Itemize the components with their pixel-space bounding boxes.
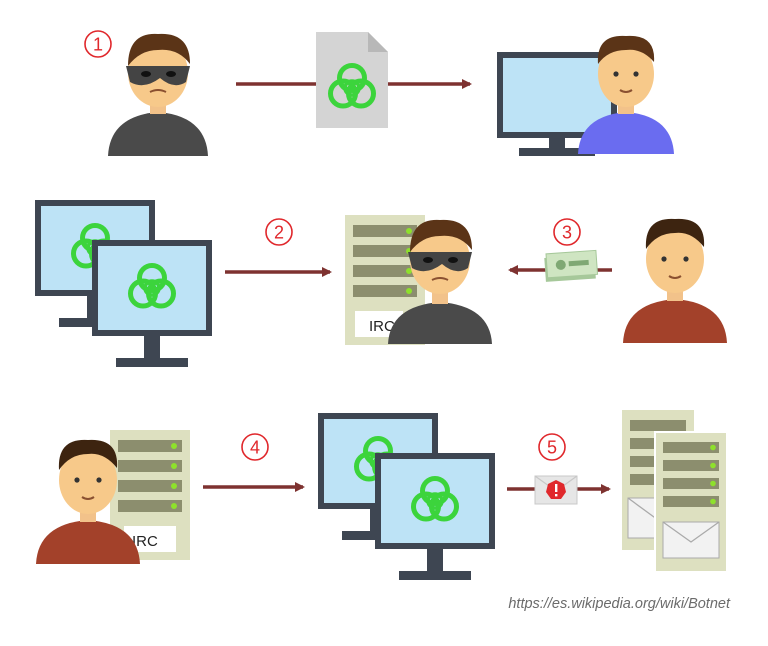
step-1-number: 1 bbox=[93, 35, 103, 55]
infected-computers-group-1 bbox=[35, 200, 212, 367]
step-5-number: 5 bbox=[547, 438, 557, 458]
alert-envelope-icon bbox=[534, 475, 578, 505]
attacker-icon bbox=[388, 219, 492, 344]
infected-monitor-icon bbox=[92, 240, 212, 367]
step-3-number: 3 bbox=[562, 223, 572, 243]
irc-label: IRC bbox=[132, 533, 158, 550]
irc-label: IRC bbox=[369, 318, 395, 335]
step-3-badge: 3 bbox=[553, 218, 581, 246]
source-credit: https://es.wikipedia.org/wiki/Botnet bbox=[508, 596, 730, 612]
client-person-icon bbox=[623, 218, 727, 343]
client-person-icon bbox=[36, 439, 140, 564]
step-4-badge: 4 bbox=[241, 433, 269, 461]
step-1-badge: 1 bbox=[84, 30, 112, 58]
irc-server-with-attacker: IRC bbox=[345, 215, 492, 345]
step-4-number: 4 bbox=[250, 438, 260, 458]
infected-computers-group-2 bbox=[318, 413, 495, 580]
attacker-icon bbox=[108, 33, 208, 156]
step-5-badge: 5 bbox=[538, 433, 566, 461]
mail-servers-icon bbox=[622, 410, 728, 573]
money-icon bbox=[544, 249, 599, 282]
step-2-badge: 2 bbox=[265, 218, 293, 246]
infected-monitor-icon bbox=[375, 453, 495, 580]
client-with-irc-server: IRC bbox=[36, 430, 190, 564]
malware-document-icon bbox=[316, 32, 388, 128]
victim-computer-icon bbox=[497, 35, 674, 156]
step-2-number: 2 bbox=[274, 223, 284, 243]
